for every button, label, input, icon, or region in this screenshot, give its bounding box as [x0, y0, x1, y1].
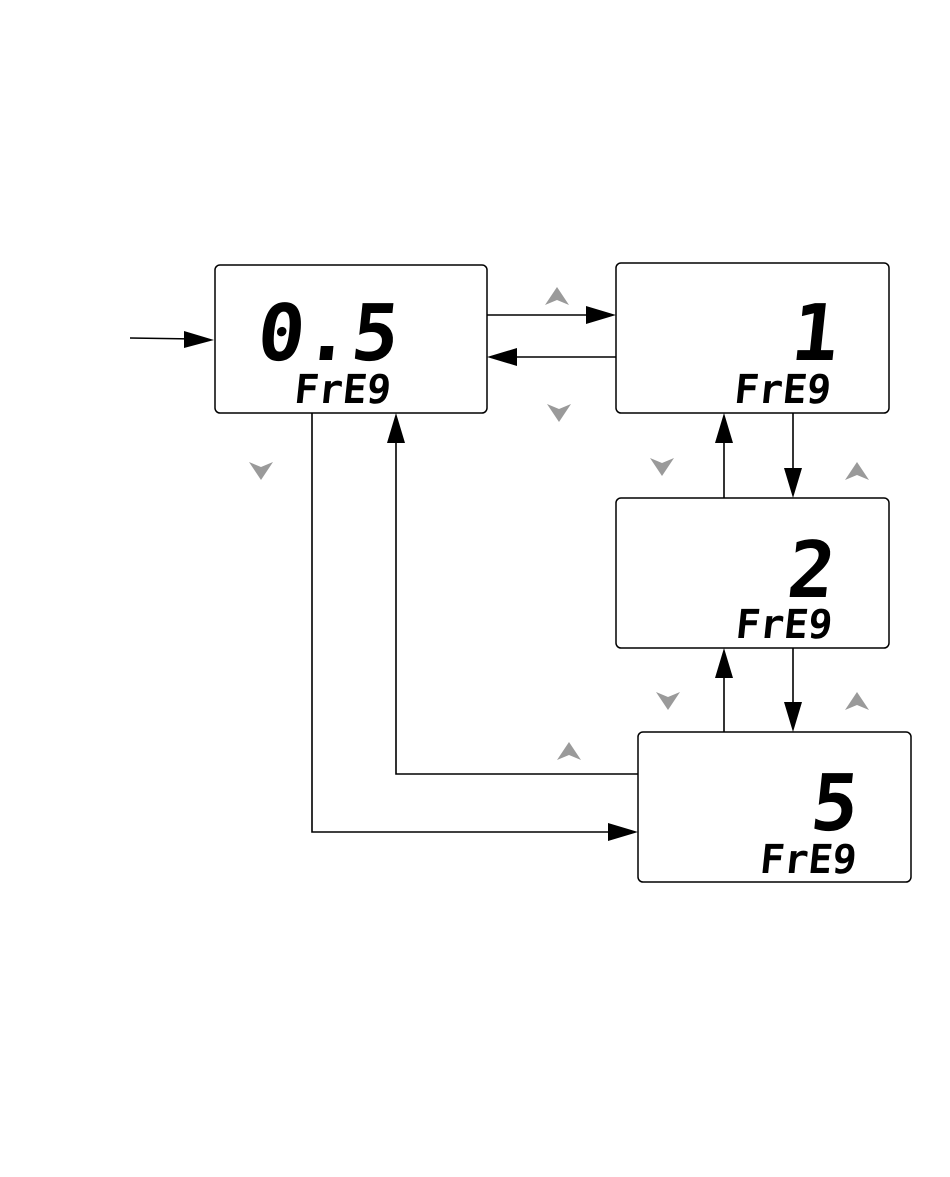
up-key-icon [845, 692, 869, 710]
lcd-value-1: 1 [787, 288, 844, 379]
up-key-icon [545, 287, 569, 305]
down-key-icon [650, 458, 674, 476]
lcd-value-5: 5 [807, 758, 864, 849]
up-key-icon [845, 462, 869, 480]
arrow-0-5-to-5 [312, 413, 638, 841]
arrow-0-5-to-1 [487, 306, 616, 324]
down-key-icon [249, 462, 273, 480]
arrow-1-to-2 [784, 413, 802, 498]
arrow-2-to-1 [715, 413, 733, 498]
lcd-display-5: 5 FrE9 [638, 732, 911, 883]
arrow-5-to-0-5 [387, 413, 638, 774]
lcd-label-1: FrE9 [732, 367, 833, 413]
arrow-1-to-0-5 [487, 348, 616, 366]
lcd-display-1: 1 FrE9 [616, 263, 889, 413]
down-key-icon [656, 692, 680, 710]
lcd-display-2: 2 FrE9 [616, 498, 889, 648]
lcd-value-0-5: 0.5 [253, 288, 403, 379]
lcd-label-2: FrE9 [734, 602, 835, 648]
lcd-label-0-5: FrE9 [292, 367, 393, 413]
lcd-display-0-5: 0.5 FrE9 [215, 265, 487, 413]
arrow-2-to-5 [784, 648, 802, 732]
lcd-label-5: FrE9 [758, 837, 859, 883]
up-key-icon [557, 742, 581, 760]
entry-arrow [130, 331, 214, 348]
arrow-5-to-2 [715, 648, 733, 732]
down-key-icon [547, 404, 571, 422]
